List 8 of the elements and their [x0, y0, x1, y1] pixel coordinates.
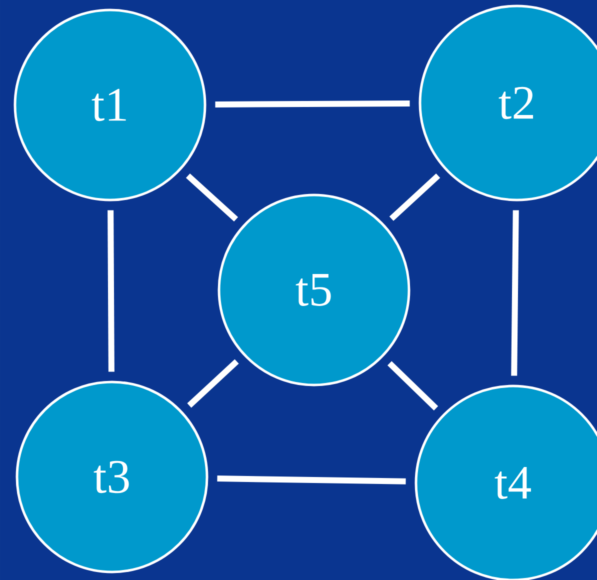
connector-line [186, 173, 238, 222]
connector-line [389, 173, 440, 221]
connector-line [215, 100, 410, 108]
connector-line [387, 361, 438, 410]
connector-line [511, 210, 519, 376]
connector-line [108, 210, 114, 372]
connector-line [187, 359, 239, 408]
connector-line [217, 476, 406, 484]
